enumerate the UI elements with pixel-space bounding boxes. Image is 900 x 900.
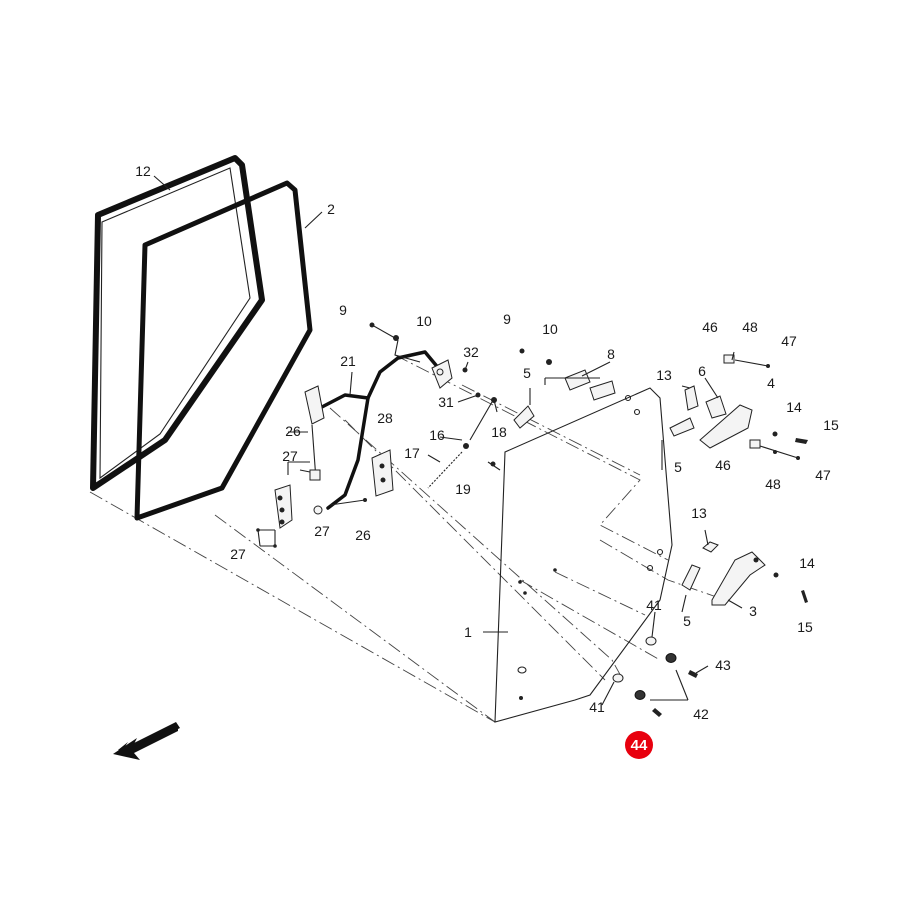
callout-16: 16 [429,427,445,443]
callout-26: 26 [285,423,301,439]
callout-18: 18 [491,424,507,440]
callout-5b: 5 [674,459,682,475]
callout-26b: 26 [355,527,371,543]
callout-9b: 9 [503,311,511,327]
callout-33: 32 [463,344,479,360]
callout-10b: 10 [542,321,558,337]
direction-arrow-icon [113,722,180,760]
callout-47b: 47 [815,467,831,483]
callout-47: 47 [781,333,797,349]
callout-10: 10 [416,313,432,329]
callout-3: 3 [749,603,757,619]
callout-42: 42 [693,706,709,722]
fastener-stack [612,636,698,717]
highlight-callout-44[interactable]: 44 [625,731,653,759]
callout-5c: 5 [683,613,691,629]
callout-41: 41 [646,597,662,613]
door-seal-12 [90,155,265,491]
callout-43: 43 [715,657,731,673]
callout-15: 15 [823,417,839,433]
callout-19: 19 [455,481,471,497]
callout-48b: 48 [765,476,781,492]
callout-13: 13 [656,367,672,383]
callout-8: 8 [607,346,615,362]
door-glass-1 [494,387,673,723]
callout-48: 48 [742,319,758,335]
callout-13b: 13 [691,505,707,521]
callout-17: 17 [404,445,420,461]
callout-28b: 27 [314,523,330,539]
callout-6: 6 [698,363,706,379]
spring-assembly [427,367,501,489]
callout-14: 14 [786,399,802,415]
callout-2: 2 [327,201,335,217]
callout-28: 27 [282,448,298,464]
callout-46: 46 [702,319,718,335]
upper-hinge [369,322,808,460]
callout-21: 21 [340,353,356,369]
callout-1: 1 [464,624,472,640]
callout-5: 5 [523,365,531,381]
hinge-brackets [256,385,367,548]
callout-41b: 41 [589,699,605,715]
highlight-label: 44 [631,737,648,754]
callout-46b: 46 [715,457,731,473]
latch-plate-31 [371,449,394,497]
lower-hinge [681,541,808,606]
leader-lines [153,175,743,706]
callout-12: 12 [135,163,151,179]
callout-15b: 15 [797,619,813,635]
callout-9: 9 [339,302,347,318]
callout-14b: 14 [799,555,815,571]
door-seal-2 [134,180,313,521]
callout-4: 4 [767,375,775,391]
callout-27: 27 [230,546,246,562]
callout-32: 31 [438,394,454,410]
callout-31: 28 [377,410,393,426]
